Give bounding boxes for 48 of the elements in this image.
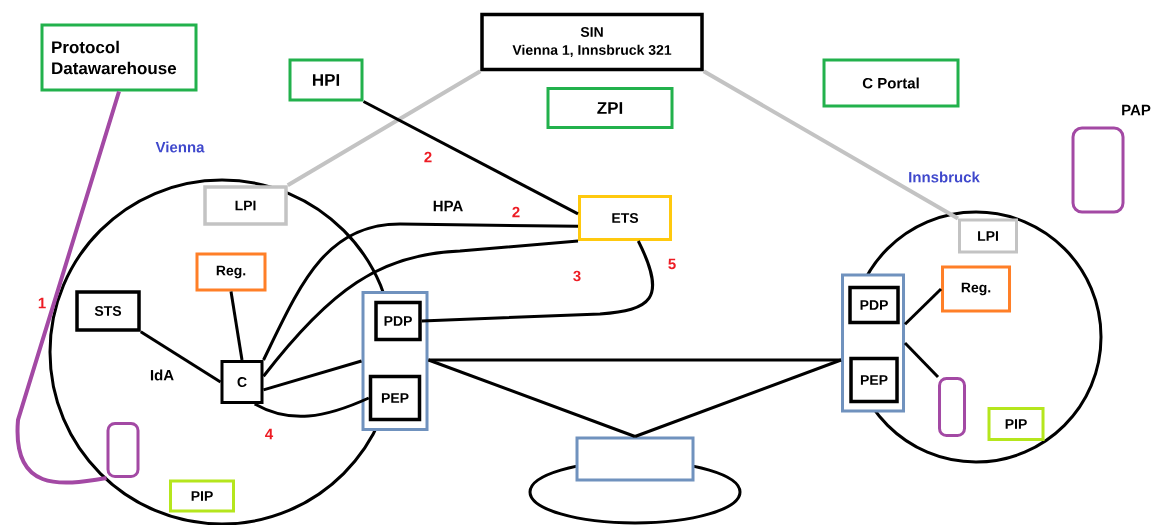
step-number: 3 bbox=[573, 270, 581, 282]
connector-line bbox=[421, 240, 655, 323]
connector-line bbox=[702, 69, 959, 221]
box: LPI bbox=[203, 185, 288, 226]
step-number: 4 bbox=[265, 428, 274, 440]
box: HPI bbox=[288, 58, 364, 102]
region-label: PAP bbox=[1122, 104, 1151, 116]
connector-line bbox=[262, 222, 579, 361]
box: LPI bbox=[958, 218, 1018, 254]
box: PIP bbox=[987, 407, 1045, 441]
connector-line bbox=[903, 341, 940, 379]
connector-line bbox=[362, 100, 579, 216]
box: STS bbox=[75, 290, 141, 332]
box: SIN Vienna 1, Innsbruck 321 bbox=[480, 12, 704, 72]
region-label: Vienna bbox=[155, 141, 205, 153]
connector-line bbox=[634, 358, 842, 438]
step-number: 5 bbox=[668, 258, 676, 270]
connector-line bbox=[428, 358, 841, 362]
connector-line bbox=[229, 291, 244, 361]
rounded-box bbox=[938, 377, 966, 437]
box: C bbox=[220, 360, 264, 404]
connector-line bbox=[286, 69, 482, 187]
region-label: Innsbruck bbox=[909, 171, 980, 183]
box: PDP bbox=[374, 300, 422, 342]
connector-line bbox=[428, 358, 636, 438]
text-label: HPA bbox=[433, 200, 463, 212]
box: ZPI bbox=[546, 87, 674, 129]
connector-line bbox=[262, 239, 579, 378]
box: Reg. bbox=[941, 265, 1011, 313]
box: C Portal bbox=[822, 58, 960, 108]
step-number: 1 bbox=[38, 297, 46, 309]
connector-line bbox=[139, 330, 222, 384]
box: PEP bbox=[368, 374, 422, 422]
box: ETS bbox=[578, 195, 672, 241]
connector-line bbox=[15, 90, 121, 485]
text-label: IdA bbox=[150, 369, 174, 381]
display-drawing bbox=[528, 436, 742, 525]
connector-line bbox=[263, 359, 362, 392]
box: Protocol Datawarehouse bbox=[40, 23, 198, 92]
box: PIP bbox=[169, 479, 235, 513]
connector-line bbox=[254, 396, 370, 418]
box: Reg. bbox=[195, 252, 267, 292]
step-number: 2 bbox=[424, 151, 432, 163]
step-number: 2 bbox=[512, 206, 520, 218]
box: PEP bbox=[849, 356, 899, 404]
rounded-box bbox=[106, 422, 140, 478]
box: PDP bbox=[848, 285, 900, 325]
connector-line bbox=[903, 287, 943, 326]
